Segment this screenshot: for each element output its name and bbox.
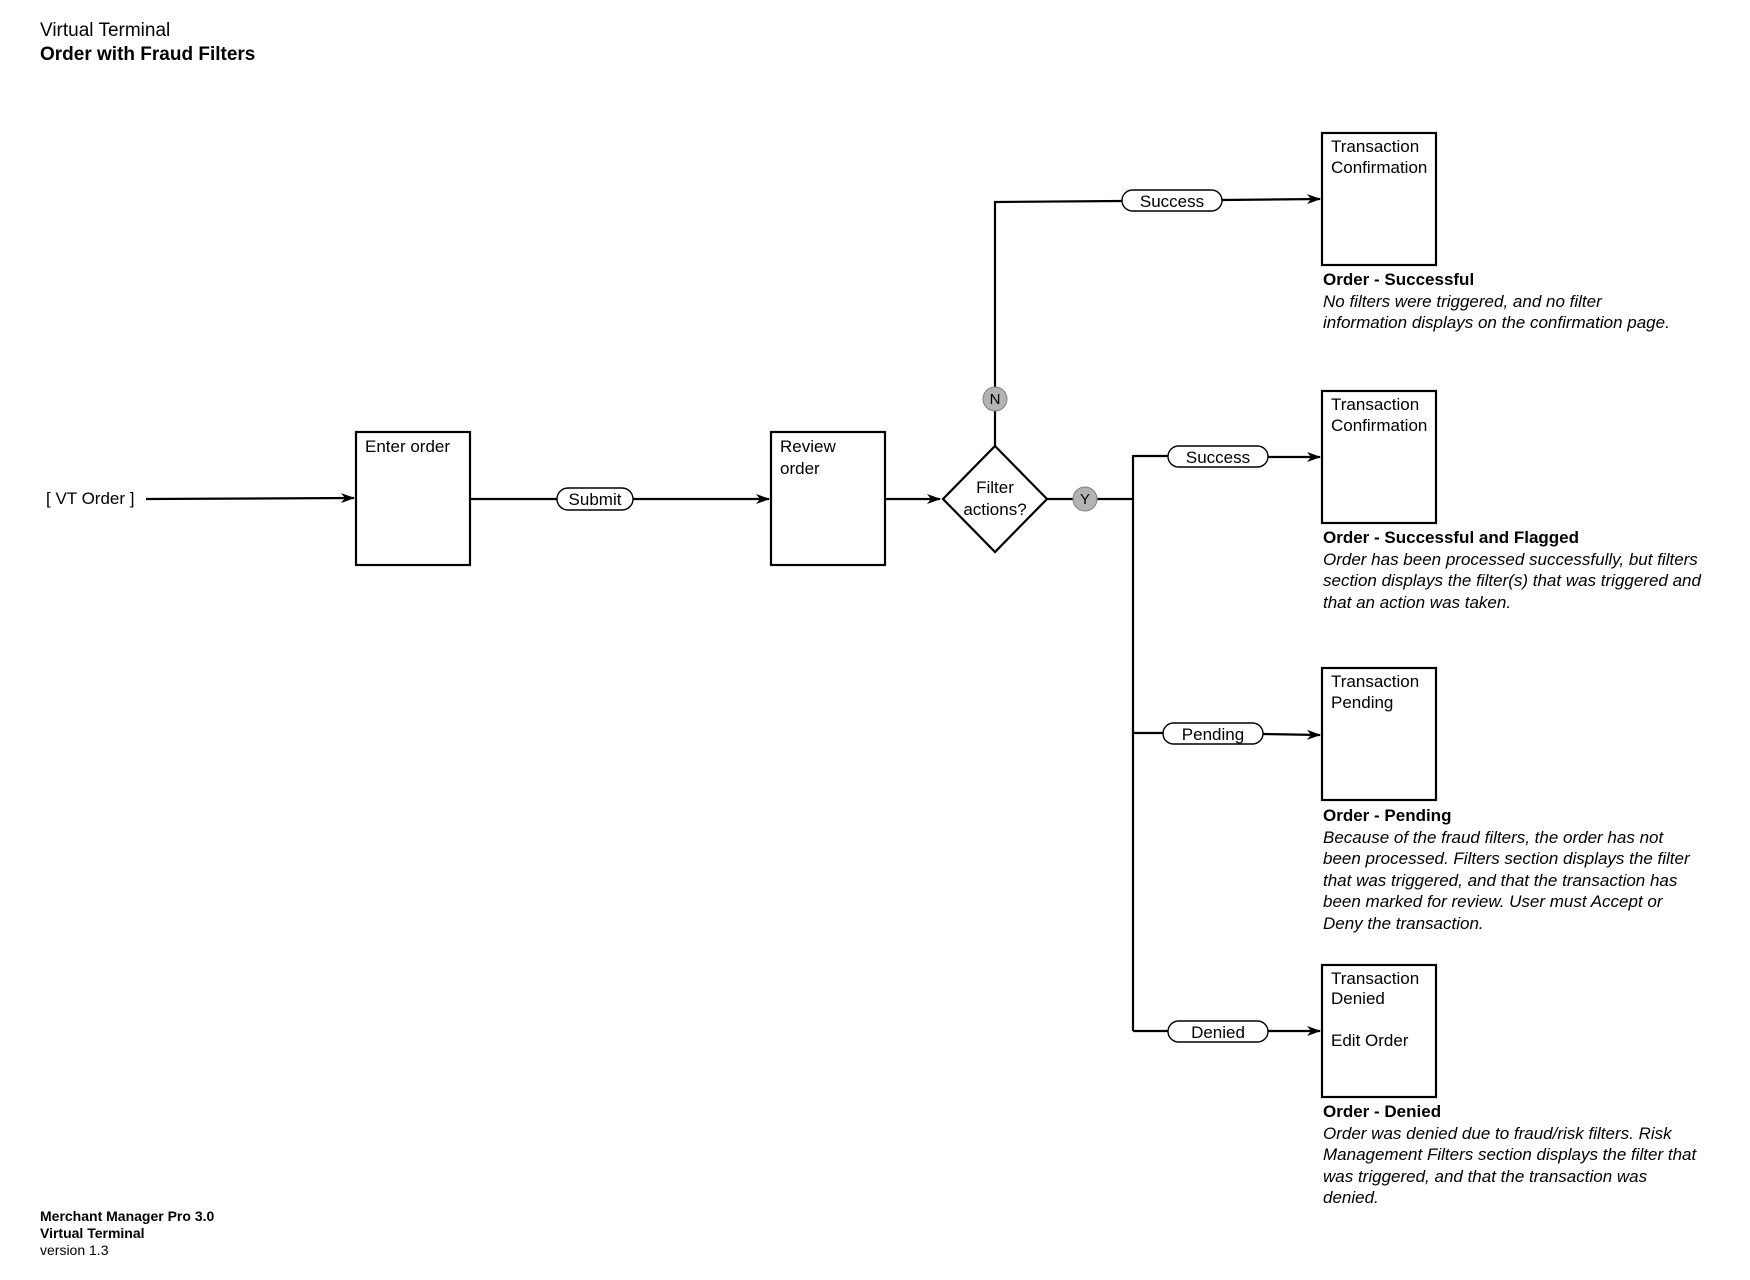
page-title: Order with Fraud Filters (40, 44, 256, 65)
outcome-1-text: No filters were triggered, and no filter… (1323, 291, 1670, 333)
outcome-3-description: Order - Pending Because of the fraud fil… (1323, 805, 1723, 934)
no-branch-line (993, 199, 1123, 446)
review-order-label-1: Review (780, 437, 836, 456)
outcome-2-screen-line-1: Transaction (1331, 395, 1419, 414)
outcome-4-screen-box (1320, 963, 1438, 1099)
review-order-box (769, 430, 887, 567)
outcome-4-title: Order - Denied (1323, 1102, 1442, 1121)
outcome-4-description: Order - Denied Order was denied due to f… (1323, 1101, 1723, 1209)
outcome-2-pill (1167, 445, 1269, 468)
outcome-3-pill (1162, 722, 1264, 745)
outcome-2-description: Order - Successful and Flagged Order has… (1323, 527, 1723, 613)
outcome-3-screen-line-2: Pending (1331, 693, 1393, 712)
outcome-3-text: Because of the fraud filters, the order … (1323, 827, 1690, 933)
no-node (982, 386, 1008, 412)
start-label: [ VT Order ] (46, 489, 135, 508)
footer-version: version 1.3 (40, 1242, 109, 1258)
outcome-2-text: Order has been processed successfully, b… (1323, 549, 1701, 612)
outcome-3-title: Order - Pending (1323, 806, 1452, 825)
yes-node (1072, 486, 1098, 512)
outcome-4-screen-line-4: Edit Order (1331, 1031, 1409, 1050)
footer-module: Virtual Terminal (40, 1225, 145, 1241)
decision-label-2: actions? (963, 500, 1026, 519)
footer-product: Merchant Manager Pro 3.0 (40, 1208, 215, 1224)
outcome-3-screen-box (1320, 666, 1438, 802)
outcome-1-edge-label: Success (1140, 192, 1204, 211)
outcome-4-pill (1167, 1020, 1269, 1043)
outcome-4-screen-line-1: Transaction (1331, 969, 1419, 988)
outcome-2-title: Order - Successful and Flagged (1323, 528, 1580, 547)
outcome-1-title: Order - Successful (1323, 270, 1475, 289)
outcome-2-edge-label: Success (1186, 448, 1250, 467)
outcome-1-pill (1121, 189, 1223, 212)
header-subtitle: Virtual Terminal (40, 20, 171, 41)
outcome-1-arrow (1221, 194, 1321, 205)
outcome-1-screen-line-1: Transaction (1331, 137, 1419, 156)
outcome-3-arrow (1262, 729, 1321, 740)
filter-decision-diamond (941, 444, 1049, 554)
no-label: N (990, 391, 1001, 408)
outcome-2-screen-line-2: Confirmation (1331, 416, 1427, 435)
submit-pill (556, 487, 634, 511)
enter-order-label: Enter order (365, 437, 450, 456)
review-order-label-2: order (780, 459, 820, 478)
outcome-4-text: Order was denied due to fraud/risk filte… (1323, 1123, 1697, 1208)
outcome-3-screen-line-1: Transaction (1331, 672, 1419, 691)
yes-label: Y (1080, 491, 1090, 508)
start-arrow (145, 493, 355, 504)
outcome-1-description: Order - Successful No filters were trigg… (1323, 269, 1723, 334)
outcome-4-edge-label: Denied (1191, 1023, 1245, 1042)
outcome-1-screen-box (1320, 131, 1438, 267)
outcome-4-screen-line-2: Denied (1331, 989, 1385, 1008)
footer: Merchant Manager Pro 3.0 Virtual Termina… (40, 1208, 214, 1259)
decision-label-1: Filter (976, 478, 1014, 497)
enter-order-box (354, 430, 472, 567)
outcome-3-edge-label: Pending (1182, 725, 1244, 744)
outcome-2-screen-box (1320, 389, 1438, 525)
outcome-1-screen-line-2: Confirmation (1331, 158, 1427, 177)
submit-label: Submit (569, 490, 622, 509)
